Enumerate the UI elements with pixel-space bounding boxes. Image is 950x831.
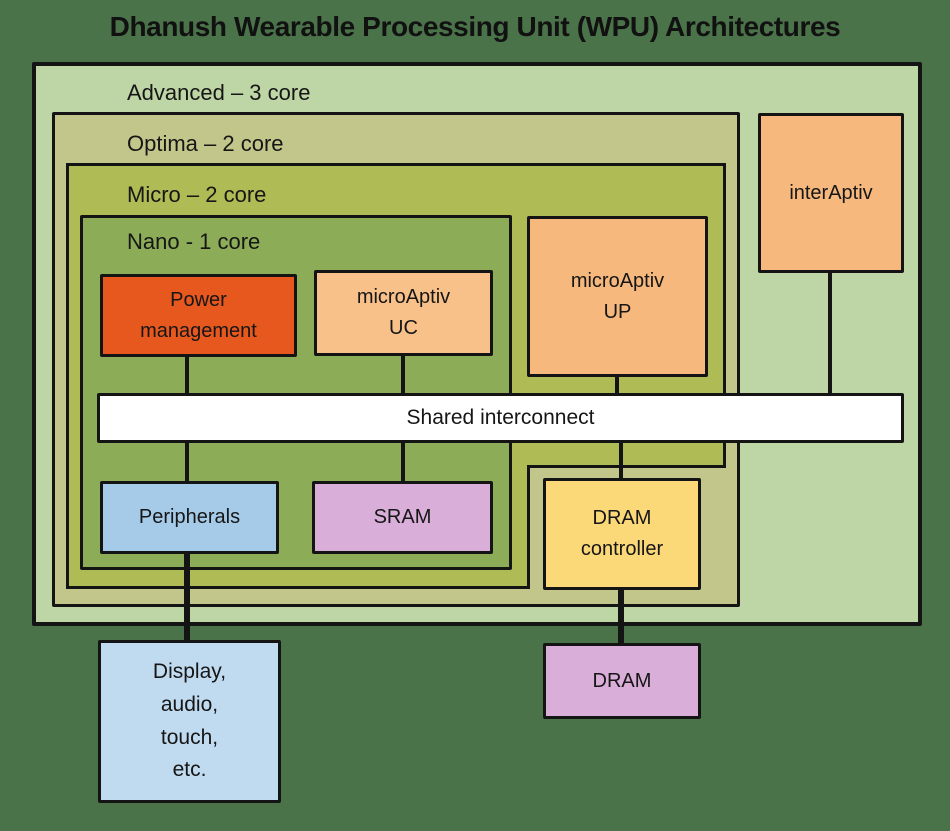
- microaptiv-uc-to-interconnect-line: [401, 355, 405, 394]
- peripherals-block: Peripherals: [100, 481, 279, 554]
- interaptiv-to-interconnect-line: [828, 272, 832, 394]
- dram-controller-to-dram-line: [618, 588, 624, 644]
- shared-interconnect-bar: Shared interconnect: [97, 393, 904, 443]
- display-audio-touch-label: Display, audio, touch, etc.: [152, 660, 227, 782]
- dram-label: DRAM: [592, 669, 652, 692]
- microaptiv-uc-block: microAptiv UC: [314, 270, 493, 356]
- sram-label: SRAM: [373, 506, 432, 528]
- shared-interconnect-label: Shared interconnect: [406, 405, 595, 429]
- power-management-block: Power management: [100, 274, 297, 357]
- dram-block: DRAM: [543, 643, 701, 719]
- interaptiv-block: interAptiv: [758, 113, 904, 273]
- microaptiv-up-block: microAptiv UP: [527, 216, 708, 377]
- interconnect-to-peripherals-line: [185, 441, 189, 482]
- diagram-title: Dhanush Wearable Processing Unit (WPU) A…: [109, 11, 841, 42]
- power-management-label: Power management: [140, 288, 257, 342]
- interaptiv-label: interAptiv: [789, 181, 873, 204]
- sram-block: SRAM: [312, 481, 493, 554]
- microaptiv-up-to-interconnect-line: [615, 376, 619, 394]
- tier-optima-label: Optima – 2 core: [127, 131, 284, 156]
- dram-controller-label: DRAM controller: [580, 507, 664, 560]
- tier-advanced-label: Advanced – 3 core: [127, 80, 311, 105]
- peripherals-label: Peripherals: [138, 506, 241, 528]
- microaptiv-up-label: microAptiv UP: [570, 269, 665, 323]
- interconnect-to-dram-controller-line: [619, 441, 623, 479]
- microaptiv-uc-label: microAptiv UC: [356, 286, 451, 339]
- power-to-interconnect-line: [185, 356, 189, 394]
- interconnect-to-sram-line: [401, 441, 405, 482]
- tier-micro-label: Micro – 2 core: [127, 182, 267, 207]
- peripherals-to-display-line: [184, 552, 190, 641]
- display-audio-touch-block: Display, audio, touch, etc.: [98, 640, 281, 803]
- tier-nano-label: Nano - 1 core: [127, 229, 261, 254]
- dram-controller-block: DRAM controller: [543, 478, 701, 590]
